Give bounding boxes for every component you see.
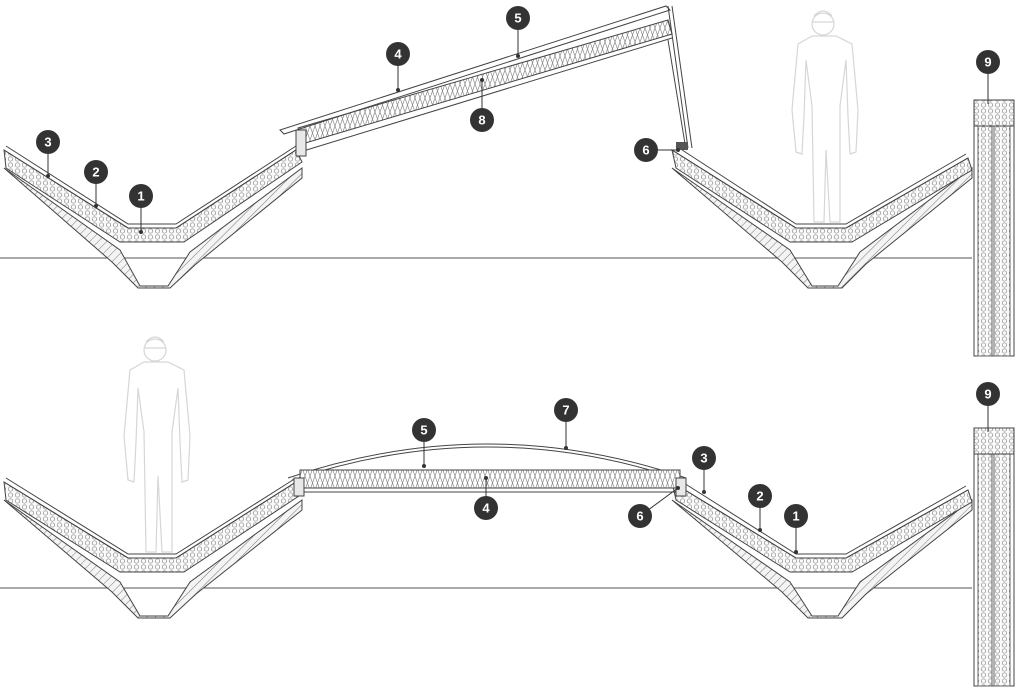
valley-membrane [3,477,297,559]
callout-label: 9 [984,387,991,402]
callout-top-3: 3 [36,130,60,178]
flat-panel-insulation [299,469,681,489]
panel-top-skin [279,5,671,135]
arched-panel [287,443,687,497]
callout-label: 1 [137,189,144,204]
valley-membrane [3,145,297,229]
callout-label: 8 [478,113,485,128]
callout-label: 3 [44,135,51,150]
valley-left-bottom [3,477,303,619]
valley-right-top [671,145,973,289]
panel-bottom-skin [299,37,673,153]
person-silhouette [123,336,191,553]
callout-bottom-9: 9 [976,382,1000,432]
left-curb [293,477,305,497]
valley-membrane [671,145,969,229]
wall-cap [973,427,1015,455]
callout-bottom-2: 2 [748,484,772,532]
callout-bottom-3: 3 [692,446,716,494]
person-silhouette [791,10,859,223]
wall-top [973,99,1015,357]
right-curb [675,477,687,497]
bottom-section [0,336,1015,687]
callout-label: 5 [514,11,521,26]
wall-core [993,453,1011,687]
panel-end-support [667,5,693,151]
wall-cap [973,99,1015,127]
callout-top-4: 4 [386,42,410,92]
callout-label: 2 [92,165,99,180]
callout-bottom-5: 5 [412,418,436,468]
callout-label: 7 [562,403,569,418]
callout-label: 3 [700,451,707,466]
callout-top-6: 6 [634,138,680,162]
callout-top-1: 1 [129,184,153,234]
callout-label: 6 [642,143,649,158]
callout-top-8: 8 [470,78,494,132]
inclined-panel [279,5,693,157]
callout-bottom-6: 6 [628,486,680,528]
valley-left-top [3,145,303,289]
arched-cover [287,443,687,481]
valley-substrate [3,499,303,619]
top-section [0,5,1015,357]
wall-insulation [977,125,993,357]
callout-label: 4 [394,47,402,62]
wall-bottom [973,427,1015,687]
wall-insulation [977,453,993,687]
valley-right-bottom [671,477,973,619]
callout-bottom-1: 1 [784,504,808,554]
callout-top-9: 9 [976,50,1000,104]
valley-membrane [671,477,969,559]
hinge-joint [676,142,688,150]
callout-label: 2 [756,489,763,504]
valley-substrate [671,167,973,289]
callout-label: 4 [482,501,490,516]
callout-top-2: 2 [84,160,108,208]
wall-core [993,125,1011,357]
callout-label: 9 [984,55,991,70]
valley-substrate [3,167,303,289]
valley-substrate [671,499,973,619]
callout-top-5: 5 [506,6,530,58]
callouts: 1 2 3 4 5 8 6 [36,6,1000,554]
callout-bottom-4: 4 [474,476,498,520]
callout-label: 1 [792,509,799,524]
callout-label: 6 [636,509,643,524]
base-curb [295,129,307,157]
callout-label: 5 [420,423,427,438]
callout-bottom-7: 7 [554,398,578,450]
